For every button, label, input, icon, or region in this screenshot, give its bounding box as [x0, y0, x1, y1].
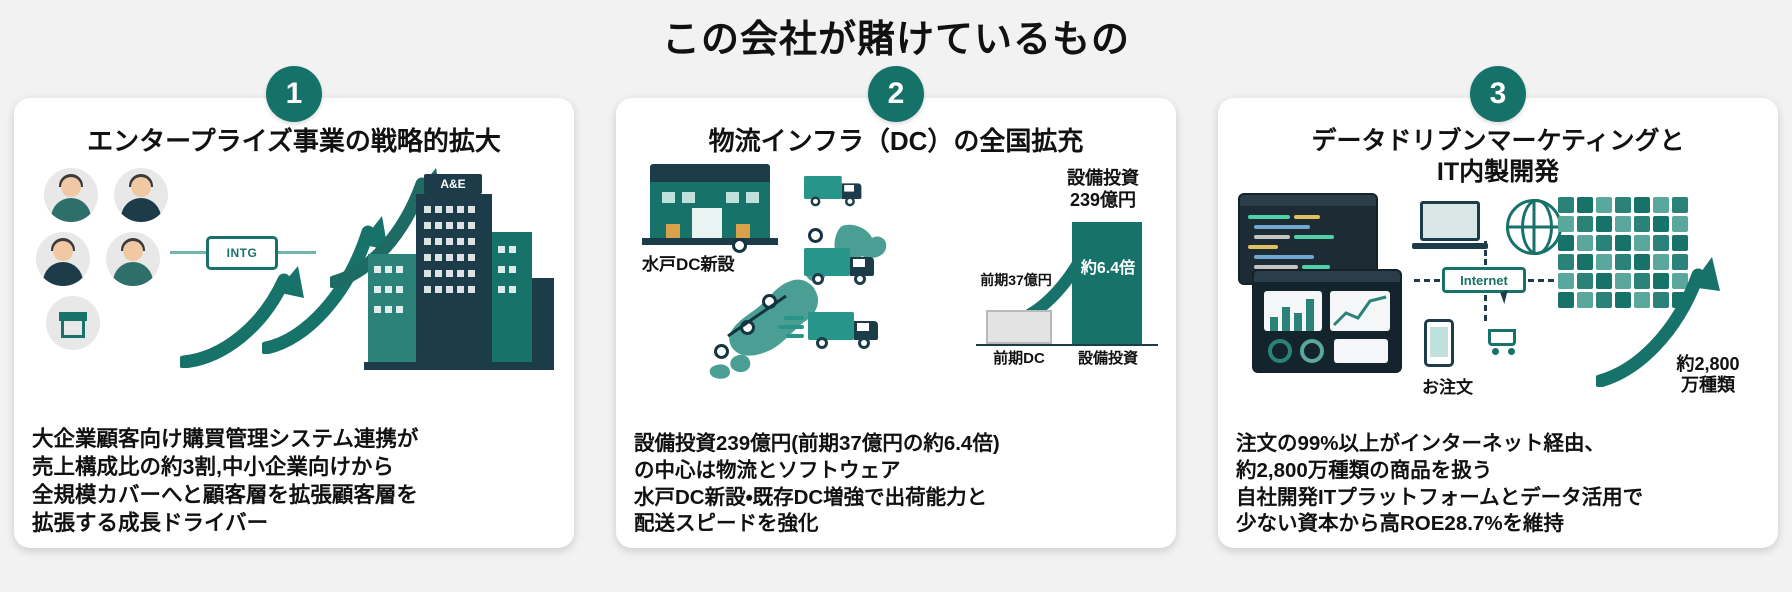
card-2-title: 物流インフラ（DC）の全国拡充 [708, 126, 1084, 156]
card-3-badge: 3 [1470, 66, 1526, 122]
growth-arrow-icon [180, 265, 304, 368]
dc-location-dot [732, 237, 747, 253]
card-2-illustration: 水戸DC新設 [632, 162, 1160, 379]
growth-arrow-icon [262, 215, 388, 354]
card-1-badge: 1 [266, 66, 322, 122]
card-1: 1 エンタープライズ事業の戦略的拡大 INTG [14, 66, 574, 548]
bar-previous [986, 309, 1052, 344]
network-link [1528, 279, 1554, 282]
bar-current [1072, 221, 1142, 344]
chart-axis [976, 343, 1158, 346]
axis-label-current: 設備投資 [1077, 349, 1138, 367]
card-2-badge: 2 [868, 66, 924, 122]
prev-bar-label: 前期37億円 [980, 271, 1052, 288]
sku-count-label: 約2,800 万種類 [1676, 353, 1740, 396]
internet-node-icon: Internet [1442, 267, 1526, 293]
map-caption: 水戸DC新設 [642, 254, 735, 274]
card-1-title: エンタープライズ事業の戦略的拡大 [87, 126, 501, 156]
card-1-body: 大企業顧客向け購買管理システム連携が 売上構成比の約3割,中小企業向けから 全規… [32, 427, 419, 536]
page-title: この会社が賭けているもの [661, 19, 1130, 61]
card-3: 3 データドリブンマーケティングと IT内製開発 [1218, 66, 1778, 548]
dc-location-dot [714, 343, 729, 359]
network-link [1414, 279, 1440, 282]
network-link [1484, 295, 1487, 321]
card-3-illustration: Internet お注文 [1234, 191, 1762, 403]
avatar [114, 167, 168, 222]
card-1-illustration: INTG A&E [30, 162, 558, 374]
customer-avatars-group [36, 167, 206, 358]
storefront-icon [46, 295, 100, 350]
laptop-icon [1412, 243, 1488, 249]
card-3-title: データドリブンマーケティングと IT内製開発 [1311, 127, 1685, 186]
growth-arrow-icon [1596, 257, 1720, 387]
card-2: 2 物流インフラ（DC）の全国拡充 水戸DC新設 [616, 66, 1176, 548]
connector-line-right [276, 250, 316, 254]
chart-top-value: 設備投資 239億円 [1067, 167, 1139, 210]
card-3-body: 注文の99%以上がインターネット経由、 約2,800万種類の商品を扱う 自社開発… [1236, 432, 1644, 536]
multiplier-label: 約6.4倍 [1080, 259, 1136, 277]
warehouse-icon [640, 163, 780, 250]
axis-label-prev: 前期DC [993, 349, 1045, 367]
analytics-dashboard-icon [1252, 269, 1402, 373]
building-tag: A&E [424, 173, 482, 194]
product-catalog-grid [1558, 197, 1688, 308]
map-pointer-line [727, 294, 787, 337]
dc-location-dot [808, 227, 823, 243]
capex-bar-chart: 設備投資 239億円 前期37億円 約6.4倍 前期DC 設備投資 [976, 167, 1158, 370]
order-label: お注文 [1422, 378, 1473, 397]
network-link [1484, 241, 1487, 265]
integration-hub-icon: INTG [206, 235, 278, 270]
avatar [106, 231, 160, 286]
cards-row: 1 エンタープライズ事業の戦略的拡大 INTG [0, 66, 1792, 592]
shopping-cart-icon [1484, 327, 1520, 355]
avatar [44, 167, 98, 222]
connector-line-left [170, 250, 210, 254]
avatar [36, 231, 90, 286]
card-2-body: 設備投資239億円(前期37億円の約6.4倍) の中心は物流とソフトウェア 水戸… [634, 432, 1000, 536]
laptop-icon [1420, 201, 1480, 241]
globe-icon [1506, 199, 1562, 255]
enterprise-buildings-icon: A&E [364, 170, 554, 370]
smartphone-icon [1424, 319, 1454, 367]
